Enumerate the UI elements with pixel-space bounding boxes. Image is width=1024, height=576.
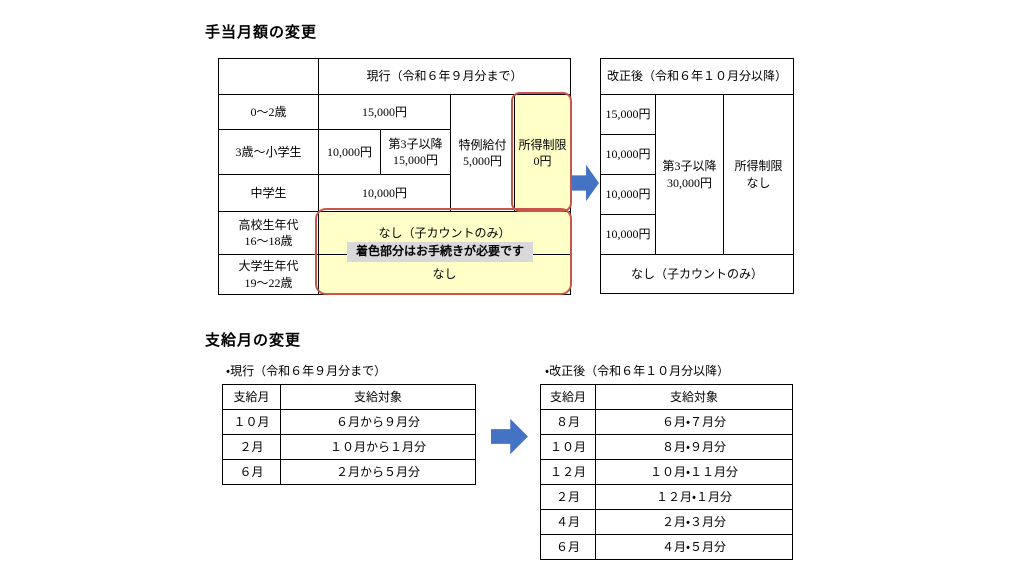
allowance-current-header: 現行（令和６年９月分まで） — [318, 58, 571, 95]
payment-month-cell: １０月 — [540, 434, 596, 460]
row-label-age-3-elementary: 3歳〜小学生 — [218, 129, 319, 175]
payment-target-cell: １２月・１月分 — [595, 484, 793, 510]
payment-month-cell: ６月 — [540, 534, 596, 560]
note-label: 着色部分はお手続きが必要です — [347, 242, 534, 262]
allowance-current-corner-cell — [218, 58, 319, 95]
arrow-right-icon — [572, 164, 599, 202]
revised-amount-3: 10,000円 — [600, 214, 656, 255]
table-row: ２月 １０月から１月分 — [222, 434, 476, 460]
payment-month-cell: １０月 — [222, 409, 281, 435]
table-row: 現行（令和６年９月分まで） — [218, 58, 571, 95]
payment-revised-header-month: 支給月 — [540, 384, 596, 410]
income-limit-current-cell: 所得制限 0円 — [514, 94, 571, 212]
payment-target-cell: ８月・９月分 — [595, 434, 793, 460]
payment-section-title: 支給月の変更 — [205, 332, 302, 349]
table-row: 10,000円 — [600, 174, 794, 215]
payment-month-cell: １２月 — [540, 459, 596, 485]
table-row: 支給月 支給対象 — [222, 384, 476, 410]
revised-amount-2: 10,000円 — [600, 174, 656, 215]
payment-target-cell: ２月から５月分 — [280, 459, 476, 485]
payment-target-cell: １０月・１１月分 — [595, 459, 793, 485]
table-row: ２月 １２月・１月分 — [540, 484, 793, 510]
payment-current-table: 支給月 支給対象 １０月 ６月から９月分 ２月 １０月から１月分 ６月 ２月から… — [222, 384, 476, 485]
payment-target-cell: １０月から１月分 — [280, 434, 476, 460]
payment-revised-header-target: 支給対象 — [595, 384, 793, 410]
revised-amount-0: 15,000円 — [600, 94, 656, 135]
payment-current-header-month: 支給月 — [222, 384, 281, 410]
payment-month-cell: ２月 — [222, 434, 281, 460]
table-row: １０月 ６月から９月分 — [222, 409, 476, 435]
row-label-junior-high: 中学生 — [218, 174, 319, 212]
amount-junior-high: 10,000円 — [318, 174, 451, 212]
table-row: 改正後（令和６年１０月分以降） — [600, 58, 794, 95]
payment-target-cell: ６月から９月分 — [280, 409, 476, 435]
payment-target-cell: ２月・３月分 — [595, 509, 793, 535]
payment-target-cell: ６月・７月分 — [595, 409, 793, 435]
table-row: 0〜2歳 15,000円 特例給付 5,000円 所得制限 0円 — [218, 94, 571, 212]
allowance-section-title: 手当月額の変更 — [205, 24, 318, 41]
amount-age-0-2: 15,000円 — [318, 94, 451, 130]
row-label-age-0-2: 0〜2歳 — [218, 94, 319, 130]
special-benefit-cell: 特例給付 5,000円 — [450, 94, 515, 212]
third-child-revised-cell: 第3子以降 30,000円 — [655, 94, 724, 255]
table-row: １０月 ８月・９月分 — [540, 434, 793, 460]
allowance-revised-header: 改正後（令和６年１０月分以降） — [600, 58, 794, 95]
table-row: 10,000円 — [600, 134, 794, 175]
table-row: ８月 ６月・７月分 — [540, 409, 793, 435]
payment-month-cell: ６月 — [222, 459, 281, 485]
revised-bottom-cell: なし（子カウントのみ） — [600, 254, 794, 294]
arrow-right-icon — [491, 418, 528, 455]
table-row: 支給月 支給対象 — [540, 384, 793, 410]
income-limit-revised-cell: 所得制限 なし — [723, 94, 794, 255]
payment-revised-caption: ・改正後（令和６年１０月分以降） — [545, 364, 730, 378]
payment-current-caption: ・現行（令和６年９月分まで） — [226, 364, 387, 378]
payment-current-header-target: 支給対象 — [280, 384, 476, 410]
table-row: ６月 ４月・５月分 — [540, 534, 793, 560]
payment-month-cell: ８月 — [540, 409, 596, 435]
third-child-current-cell: 第3子以降 15,000円 — [380, 129, 451, 175]
payment-month-cell: ４月 — [540, 509, 596, 535]
amount-age-3-elementary: 10,000円 — [318, 129, 381, 175]
table-row: １２月 １０月・１１月分 — [540, 459, 793, 485]
table-row: 15,000円 第3子以降 30,000円 所得制限 なし — [600, 94, 794, 255]
table-row: 10,000円 — [600, 214, 794, 255]
revised-amount-1: 10,000円 — [600, 134, 656, 175]
table-row: ６月 ２月から５月分 — [222, 459, 476, 485]
payment-month-cell: ２月 — [540, 484, 596, 510]
payment-target-cell: ４月・５月分 — [595, 534, 793, 560]
payment-revised-table: 支給月 支給対象 ８月 ６月・７月分 １０月 ８月・９月分 １２月 １０月・１１… — [540, 384, 793, 560]
row-label-high-school: 高校生年代 16〜18歳 — [218, 211, 319, 255]
allowance-revised-table: 改正後（令和６年１０月分以降） 15,000円 第3子以降 30,000円 所得… — [600, 58, 794, 294]
row-label-university: 大学生年代 19〜22歳 — [218, 254, 319, 295]
table-row: なし（子カウントのみ） — [600, 254, 794, 294]
table-row: ４月 ２月・３月分 — [540, 509, 793, 535]
